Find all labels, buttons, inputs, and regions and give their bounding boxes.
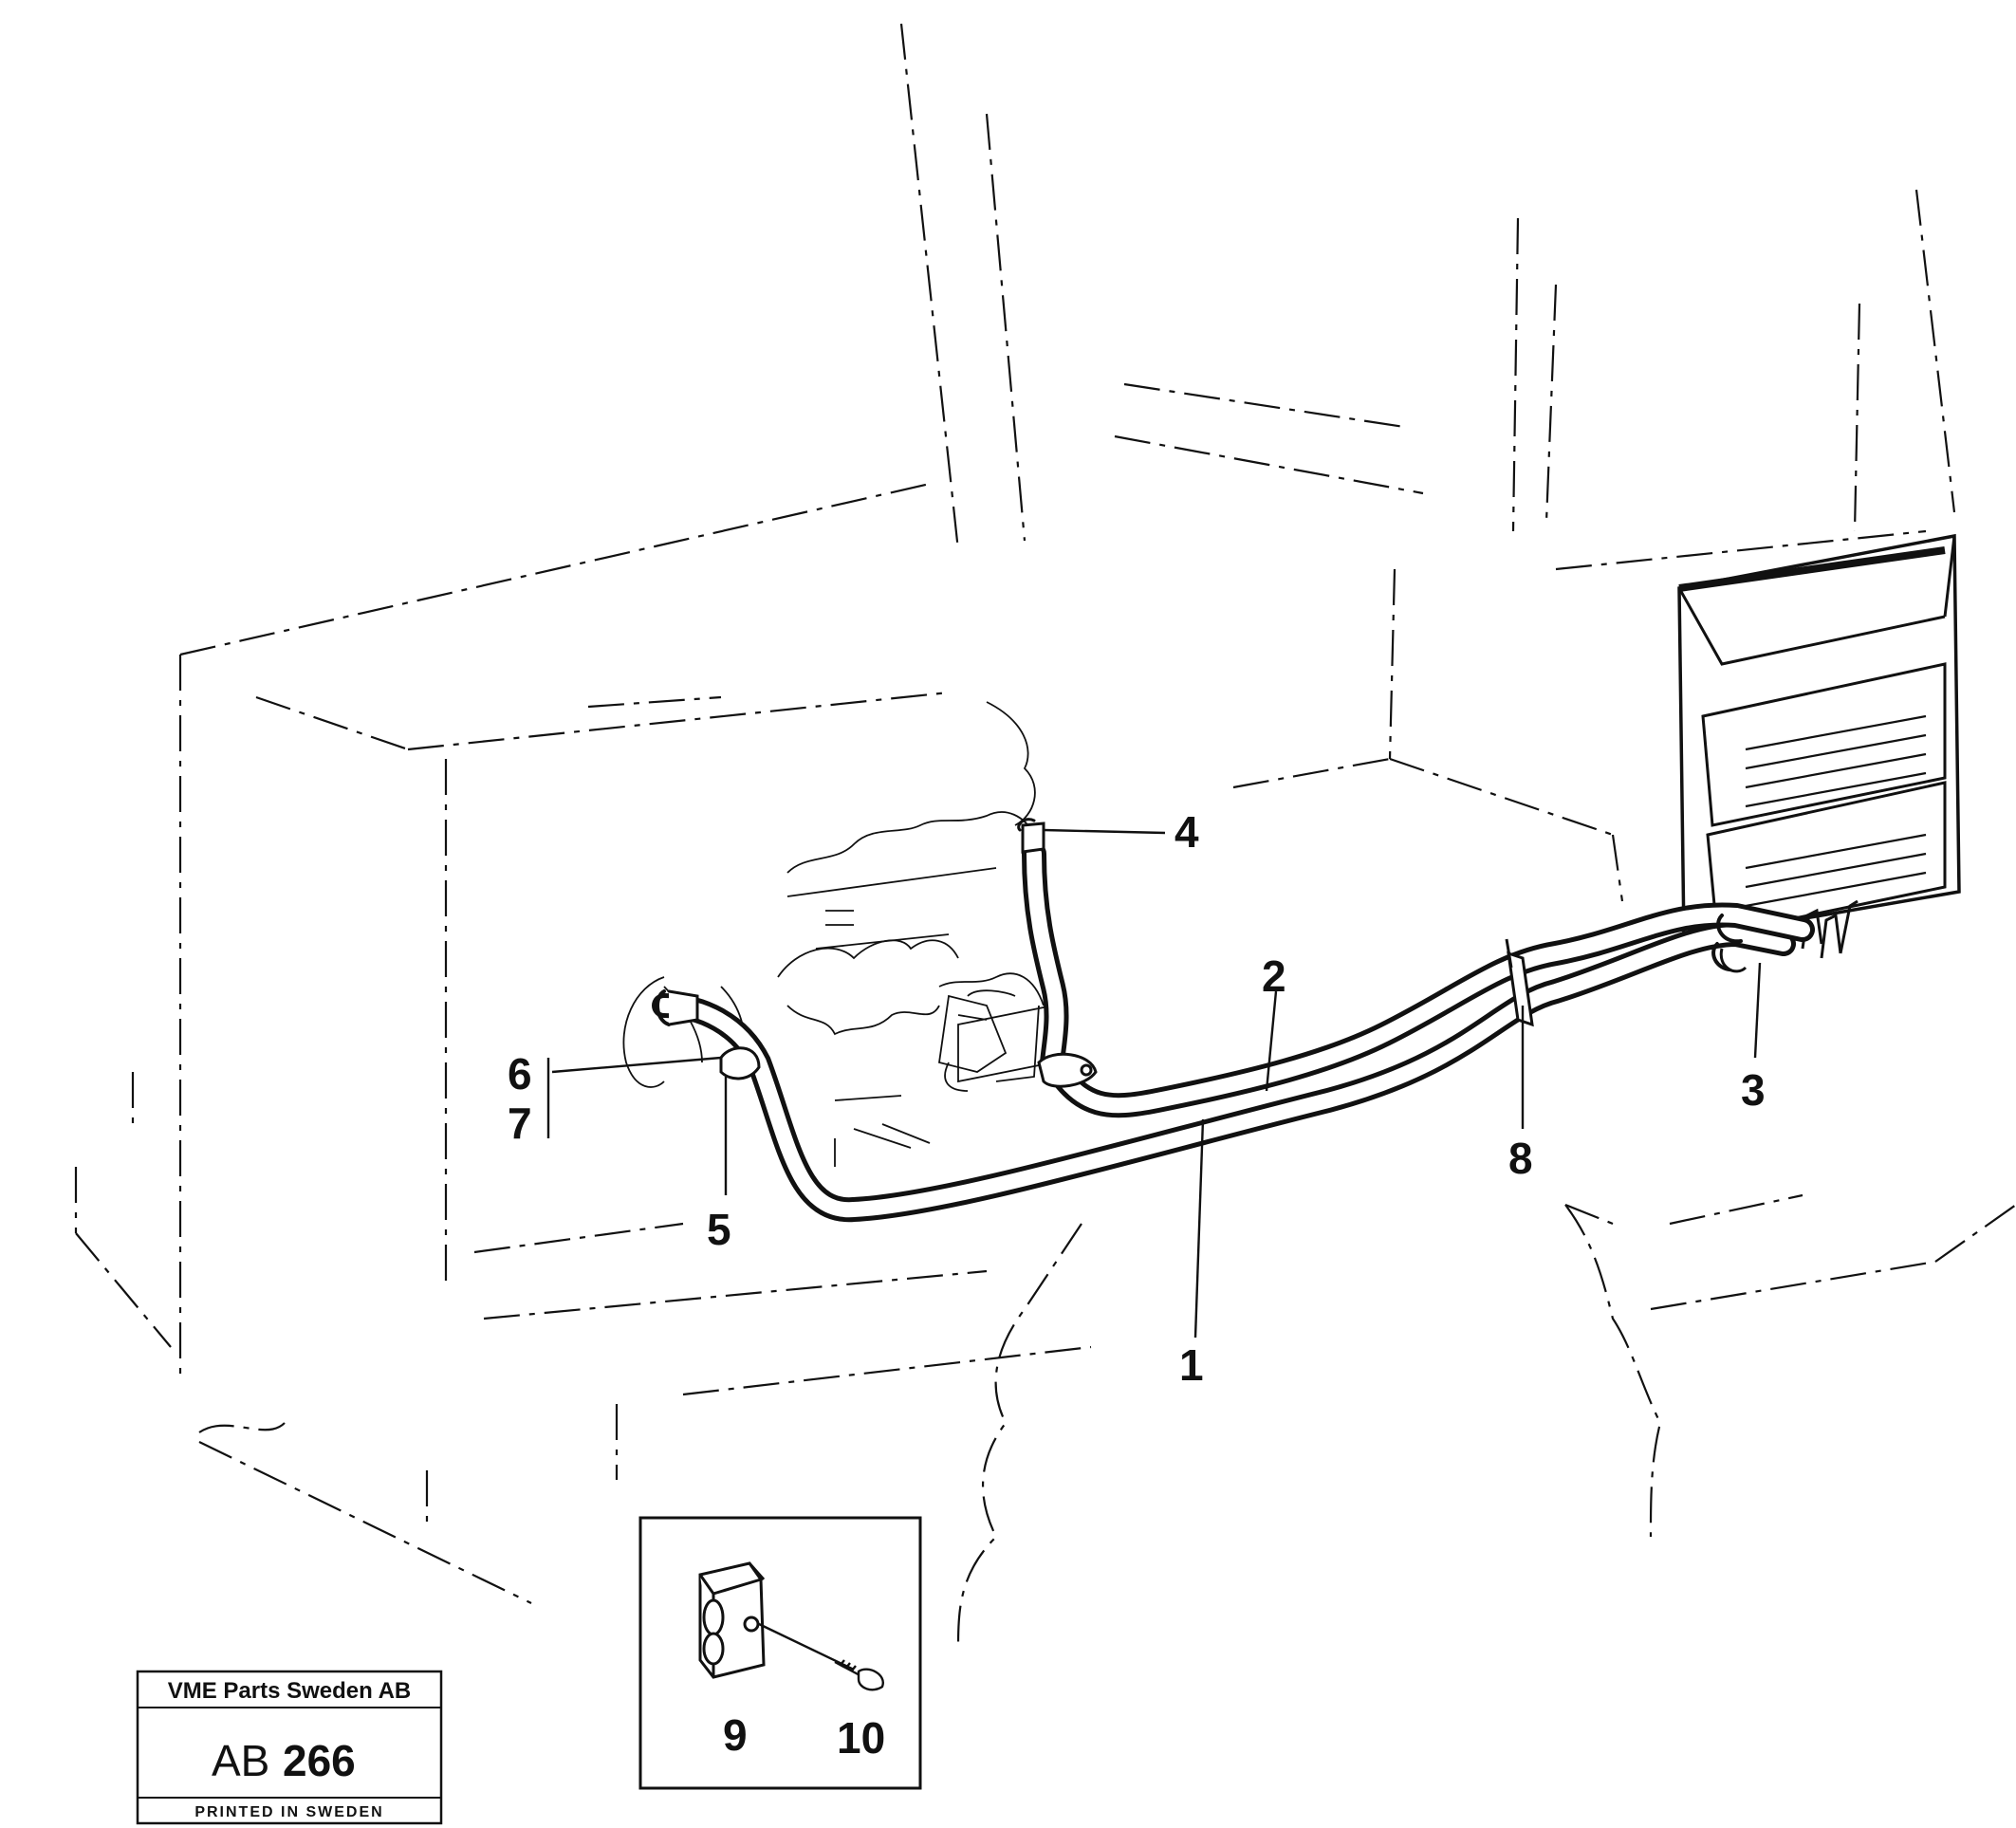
leader-lines <box>546 828 1762 1708</box>
callout-2: 2 <box>1262 951 1286 1001</box>
callout-7: 7 <box>508 1099 532 1148</box>
hose-clamps <box>719 938 1748 1088</box>
stamp-printed: PRINTED IN SWEDEN <box>194 1804 383 1820</box>
leader-3 <box>1753 962 1762 1059</box>
callout-6: 6 <box>508 1049 532 1099</box>
leader-6-7 <box>551 1056 722 1074</box>
callout-4: 4 <box>1174 807 1199 857</box>
clamp-block-detail <box>698 1561 766 1679</box>
stamp-code-number: 266 <box>283 1736 356 1785</box>
hydraulic-hoses <box>652 818 1815 1223</box>
callout-8: 8 <box>1508 1134 1533 1183</box>
engine-sketch <box>622 701 1054 1167</box>
title-stamp: VME Parts Sweden AB AB 266 PRINTED IN SW… <box>136 1670 443 1825</box>
leader-2 <box>1265 990 1278 1092</box>
callout-5: 5 <box>707 1205 731 1254</box>
leader-4 <box>1043 828 1166 835</box>
bolt-detail <box>758 1622 884 1691</box>
leader-1 <box>1193 1118 1205 1339</box>
inset-detail <box>638 1516 922 1790</box>
callout-9: 9 <box>723 1710 748 1760</box>
callout-labels: 4 2 3 8 6 7 5 1 9 10 <box>508 807 1766 1763</box>
callout-10: 10 <box>837 1713 885 1763</box>
callout-1: 1 <box>1179 1340 1204 1390</box>
stamp-code-prefix: AB <box>212 1736 269 1785</box>
oil-cooler <box>1677 533 1961 959</box>
callout-3: 3 <box>1741 1065 1766 1115</box>
machine-outline <box>74 23 2016 1652</box>
stamp-company: VME Parts Sweden AB <box>168 1678 412 1704</box>
